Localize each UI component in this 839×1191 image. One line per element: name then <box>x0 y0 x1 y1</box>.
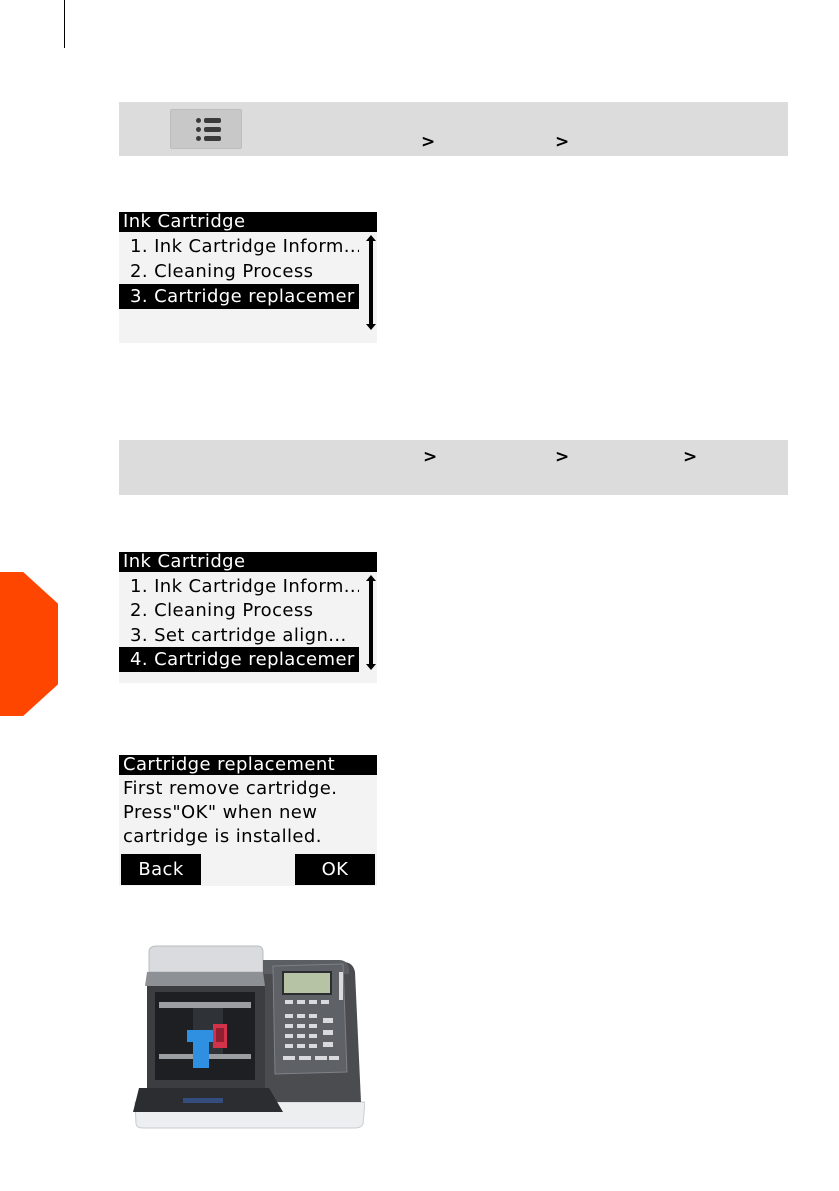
path-separator: > <box>423 447 438 467</box>
lcd-title: Cartridge replacement <box>119 755 377 775</box>
lcd-menu-item[interactable]: 2. Cleaning Process <box>130 600 314 621</box>
scroll-up-icon <box>366 575 376 581</box>
lcd-menu-item[interactable]: 3. Set cartridge align... <box>130 625 347 646</box>
lcd-message-line: cartridge is installed. <box>123 826 322 847</box>
scroll-track <box>369 581 373 664</box>
lcd-message-line: First remove cartridge. <box>123 778 338 799</box>
menu-list-icon[interactable] <box>170 109 242 149</box>
scroll-track <box>369 241 373 324</box>
lcd-menu-item[interactable]: 2. Cleaning Process <box>130 261 314 282</box>
franking-machine-illustration <box>133 942 366 1132</box>
menu-path-bar-2 <box>119 440 788 495</box>
lcd-screen-ink-cartridge-menu: Ink Cartridge 1. Ink Cartridge Inform...… <box>119 212 377 343</box>
lcd-screen-cartridge-replacement: Cartridge replacement First remove cartr… <box>119 755 377 886</box>
back-button[interactable]: Back <box>121 854 201 885</box>
lcd-message: First remove cartridge. Press"OK" when n… <box>123 777 373 849</box>
lcd-message-line: Press"OK" when new <box>123 802 318 823</box>
chapter-side-tab <box>0 572 58 716</box>
lcd-menu-item[interactable]: 1. Ink Cartridge Inform... <box>130 576 359 597</box>
scrollbar[interactable] <box>366 235 376 330</box>
lcd-title: Ink Cartridge <box>119 552 377 572</box>
scroll-up-icon <box>366 235 376 241</box>
path-separator: > <box>555 447 570 467</box>
path-separator: > <box>683 447 698 467</box>
scroll-down-icon <box>366 664 376 670</box>
page-cut-mark <box>64 0 65 48</box>
ok-button[interactable]: OK <box>295 854 375 885</box>
lcd-screen-ink-cartridge-menu-extended: Ink Cartridge 1. Ink Cartridge Inform...… <box>119 552 377 683</box>
scroll-down-icon <box>366 324 376 330</box>
lcd-menu-item-selected[interactable]: 4. Cartridge replacemer <box>119 647 359 672</box>
path-separator: > <box>421 132 436 152</box>
path-separator: > <box>555 132 570 152</box>
lcd-menu-item-selected[interactable]: 3. Cartridge replacemer <box>119 284 359 309</box>
lcd-title: Ink Cartridge <box>119 212 377 232</box>
lcd-menu-item[interactable]: 1. Ink Cartridge Inform... <box>130 236 359 257</box>
scrollbar[interactable] <box>366 575 376 670</box>
